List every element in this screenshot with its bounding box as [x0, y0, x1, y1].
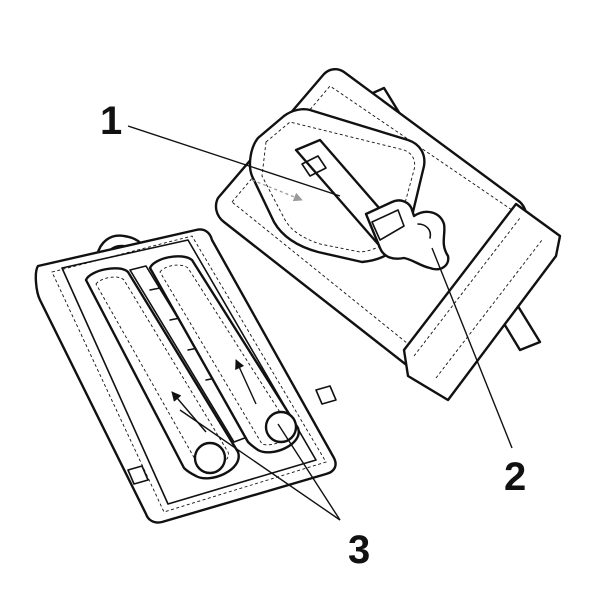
side-tab-right: [315, 385, 337, 405]
callout-1: 1: [100, 99, 122, 143]
strap-direction-arrow-right: [235, 359, 257, 405]
holster-back-view: [34, 228, 337, 524]
strap-hole-right: [264, 410, 298, 444]
leader-line-1: [127, 125, 341, 197]
holster-back-stitching: [51, 235, 327, 513]
side-belt-band: [402, 202, 562, 402]
leader-line-2: [431, 247, 513, 449]
side-release-buckle: [364, 199, 450, 271]
leader-line-3b: [277, 423, 341, 521]
holster-front-view: [214, 68, 562, 402]
flap-hint-arrow: [251, 179, 303, 202]
strap-direction-arrow-left: [171, 391, 207, 433]
strap-keeper: [301, 155, 327, 177]
side-tab-left: [127, 465, 149, 485]
belt-strap-right: [148, 255, 300, 454]
leader-line-3a: [179, 409, 341, 521]
strap-hole-left: [193, 441, 227, 475]
callout-3: 3: [348, 528, 370, 572]
callout-2: 2: [504, 455, 526, 499]
holster-back-inner-edge: [61, 239, 317, 505]
